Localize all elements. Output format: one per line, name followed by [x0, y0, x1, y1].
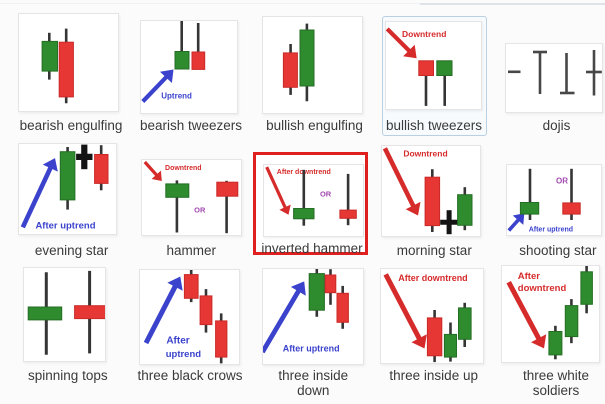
svg-text:Downtrend: Downtrend: [403, 148, 447, 158]
svg-text:After: After: [517, 271, 539, 282]
svg-text:After uptrend: After uptrend: [529, 227, 573, 234]
svg-text:After uptrend: After uptrend: [283, 343, 340, 353]
svg-text:Downtrend: Downtrend: [165, 164, 201, 171]
svg-text:After: After: [166, 335, 189, 346]
svg-text:OR: OR: [556, 177, 568, 186]
svg-text:After uptrend: After uptrend: [35, 220, 95, 231]
svg-text:After downtrend: After downtrend: [398, 273, 467, 283]
svg-text:OR: OR: [320, 190, 332, 199]
svg-text:Downtrend: Downtrend: [402, 29, 446, 39]
svg-text:downtrend: downtrend: [517, 283, 566, 294]
svg-text:uptrend: uptrend: [166, 349, 202, 360]
svg-text:OR: OR: [194, 205, 206, 214]
svg-text:Uptrend: Uptrend: [161, 92, 192, 101]
